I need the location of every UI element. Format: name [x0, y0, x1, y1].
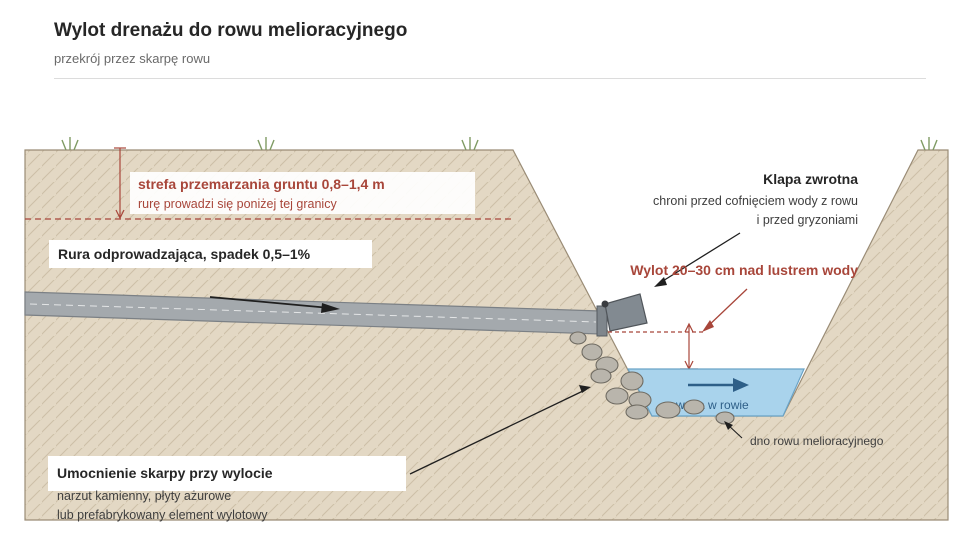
reinforce-desc-line1: narzut kamienny, płyty ażurowe	[57, 489, 231, 503]
ditch-bottom-label: dno rowu melioracyjnego	[750, 434, 884, 448]
riprap-stones	[569, 331, 735, 425]
outlet-height-label: Wylot 20–30 cm nad lustrem wody	[630, 262, 858, 278]
ditch-bottom-leader	[724, 421, 743, 439]
frost-label-box	[130, 172, 475, 214]
reinforce-title: Umocnienie skarpy przy wylocie	[57, 465, 273, 481]
valve-desc-line1: chroni przed cofnięciem wody z rowu	[653, 194, 858, 208]
flow-arrow-icon	[688, 378, 749, 392]
outlet-leader-line	[702, 288, 748, 332]
valve-leader-line	[654, 232, 741, 287]
flow-arrow-icon	[209, 296, 340, 313]
page-title: Wylot drenażu do rowu melioracyjnego	[54, 20, 408, 41]
pipe-label: Rura odprowadzająca, spadek 0,5–1%	[58, 246, 311, 262]
pipe-outlet-flange	[596, 305, 608, 337]
pipe-axis	[29, 303, 597, 323]
reinforce-label-box	[48, 456, 406, 491]
outlet-height-marker	[680, 322, 698, 371]
valve-title: Klapa zwrotna	[763, 171, 858, 187]
page-subtitle: przekrój przez skarpę rowu	[54, 51, 211, 66]
pipe-label-box	[49, 240, 372, 268]
valve-desc-line2: i przed gryzoniami	[757, 213, 858, 227]
header-divider	[54, 78, 926, 79]
grass-tuft-icon	[61, 137, 938, 151]
frost-depth-marker	[114, 147, 126, 220]
frost-zone-title: strefa przemarzania gruntu 0,8–1,4 m	[138, 176, 385, 192]
reinforce-desc-line2: lub prefabrykowany element wylotowy	[57, 508, 268, 522]
reinforce-leader-line	[409, 385, 591, 475]
check-valve	[601, 293, 648, 332]
frost-zone-note: rurę prowadzi się poniżej tej granicy	[138, 197, 337, 211]
